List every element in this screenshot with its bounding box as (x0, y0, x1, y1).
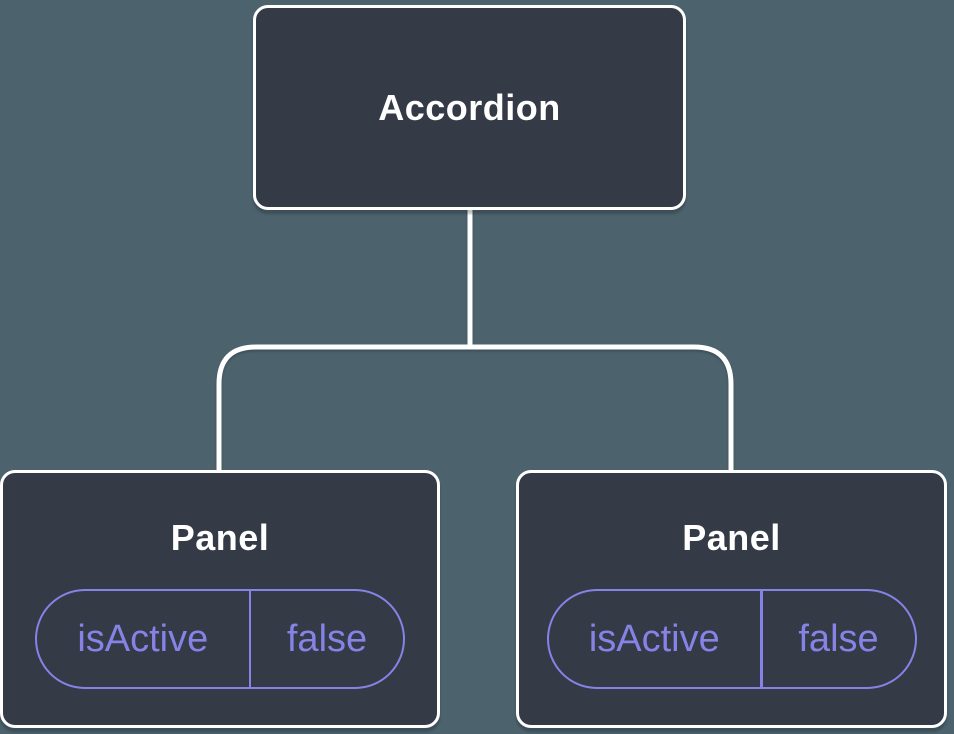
state-pill-left: isActive false (35, 589, 405, 689)
node-panel-left: Panel isActive false (0, 470, 440, 728)
pill-divider (760, 591, 763, 687)
node-accordion: Accordion (253, 5, 686, 210)
state-key: isActive (588, 618, 720, 660)
state-key: isActive (77, 618, 209, 660)
state-value: false (286, 618, 368, 660)
node-panel-right: Panel isActive false (516, 470, 947, 728)
state-value: false (798, 618, 879, 660)
node-accordion-label: Accordion (378, 86, 561, 128)
node-panel-left-label: Panel (170, 517, 270, 558)
connector-bracket (216, 344, 734, 476)
node-panel-right-label: Panel (682, 517, 781, 558)
pill-divider (248, 591, 252, 687)
state-pill-right: isActive false (546, 589, 917, 689)
